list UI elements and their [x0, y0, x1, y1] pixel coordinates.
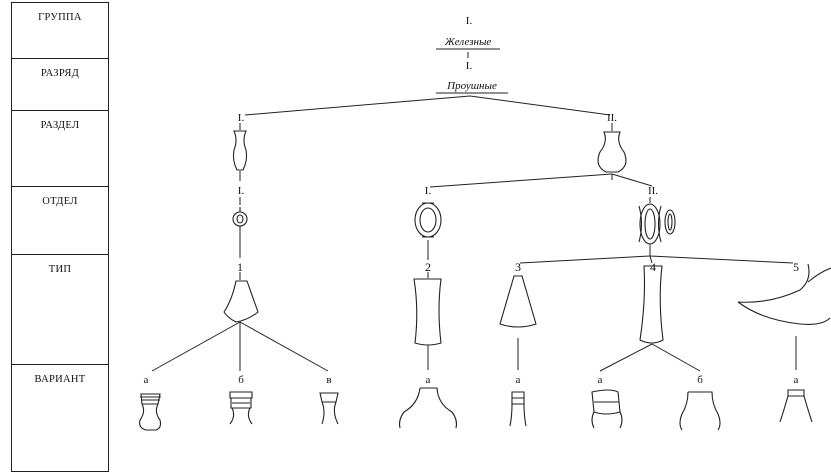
type-4-blade-sketch [639, 265, 664, 344]
variant-label: а [144, 374, 149, 386]
department-ii-eye-sketch [638, 203, 676, 245]
level-rank-label: РАЗРЯД [40, 68, 80, 79]
variant-5a-sketch [779, 389, 813, 423]
type-1-blade-sketch [223, 280, 259, 323]
level-variant-row: ВАРИАНТ [12, 365, 108, 473]
level-department-row: ОТДЕЛ [12, 187, 108, 255]
variant-1a-sketch [139, 393, 162, 431]
type-label: 1 [237, 260, 243, 274]
group-numeral: I. [466, 15, 473, 27]
section-i-axe-socket-sketch [232, 130, 248, 171]
variant-1b-sketch [229, 391, 253, 425]
variant-3a-sketch [509, 391, 527, 427]
type-label: 5 [793, 260, 799, 274]
variant-label: а [516, 374, 521, 386]
level-rank-row: РАЗРЯД [12, 59, 108, 111]
type-label: 4 [650, 260, 656, 274]
rank-name: Проушные [446, 80, 497, 92]
variant-label: б [238, 374, 244, 386]
department-i-eye-sketch [232, 207, 248, 231]
variant-label: а [598, 374, 603, 386]
variant-label: б [697, 374, 703, 386]
variant-4b-sketch [679, 391, 721, 431]
level-group-row: ГРУППА [12, 3, 108, 59]
type-label: 2 [425, 260, 431, 274]
level-variant-label: ВАРИАНТ [34, 374, 86, 385]
rank-numeral: I. [466, 60, 473, 72]
level-group-label: ГРУППА [38, 12, 82, 23]
tree-connectors [151, 48, 797, 372]
type-2-blade-sketch [413, 278, 442, 346]
type-label: 3 [515, 260, 521, 274]
level-type-label: ТИП [48, 264, 72, 275]
level-department-label: ОТДЕЛ [42, 196, 78, 207]
level-type-row: ТИП [12, 255, 108, 365]
variant-label: а [794, 374, 799, 386]
level-section-row: РАЗДЕЛ [12, 111, 108, 187]
department-i-large-eye-sketch [414, 202, 442, 238]
department-label: I. [425, 185, 432, 197]
variant-1v-sketch [319, 392, 339, 425]
classification-levels-column: ГРУППА РАЗРЯД РАЗДЕЛ ОТДЕЛ ТИП ВАРИАНТ [11, 2, 109, 472]
department-label: I. [238, 185, 245, 197]
level-section-label: РАЗДЕЛ [40, 120, 80, 131]
section-label: I. [238, 112, 245, 124]
variant-label: а [426, 374, 431, 386]
department-label: II. [648, 185, 658, 197]
section-label: II. [607, 112, 617, 124]
type-5-crescent-blade-sketch [737, 263, 831, 325]
variant-2a-sketch [398, 387, 458, 429]
variant-4a-sketch [591, 389, 623, 429]
section-ii-axe-socket-sketch [597, 131, 627, 173]
type-3-blade-sketch [499, 275, 537, 328]
variant-label: в [326, 374, 331, 386]
group-name: Железные [444, 36, 492, 48]
